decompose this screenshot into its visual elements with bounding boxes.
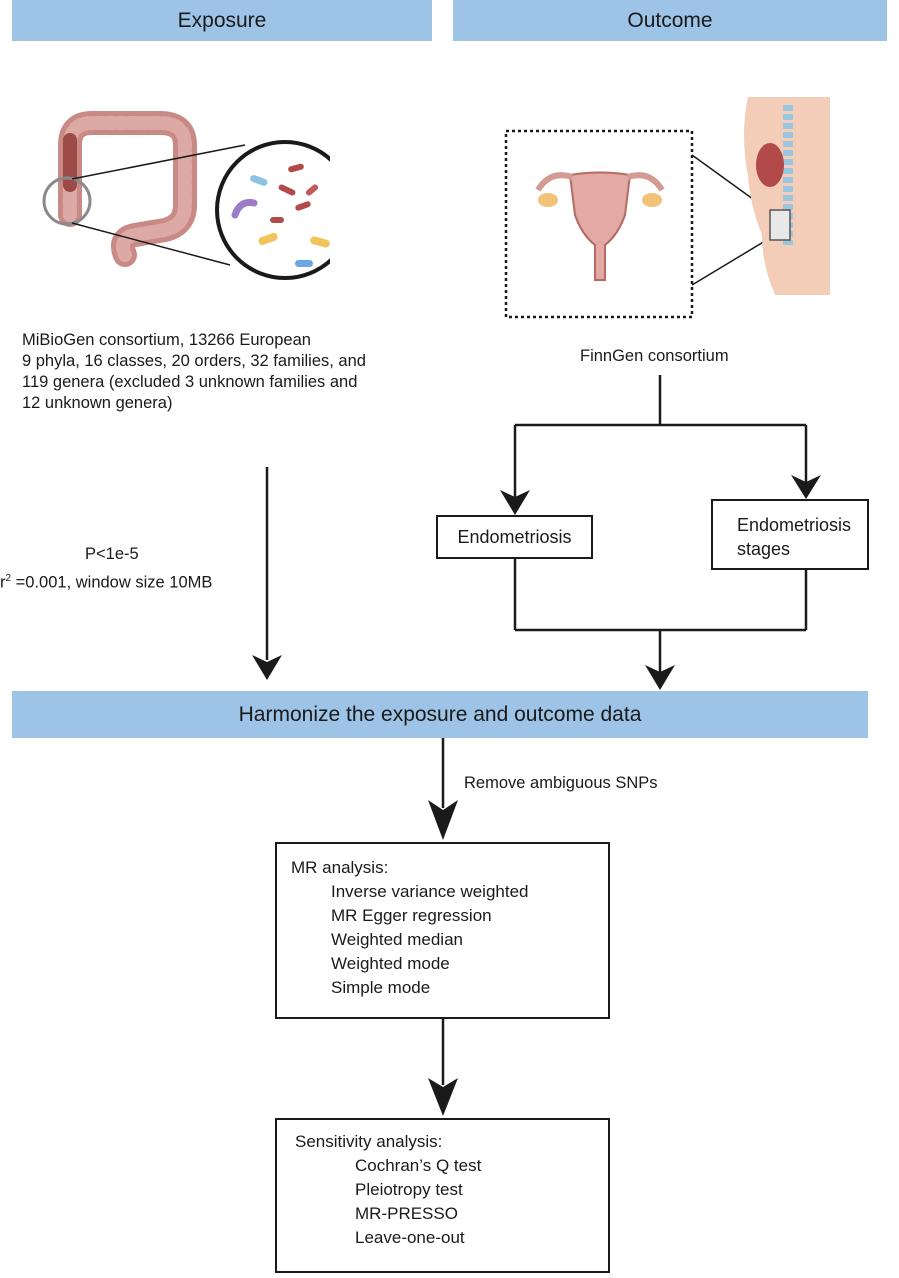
endometriosis-stages-label-2: stages bbox=[737, 539, 791, 559]
endometriosis-stages-label-1: Endometriosis bbox=[737, 515, 852, 535]
arrowhead bbox=[500, 490, 530, 515]
exposure-line: 9 phyla, 16 classes, 20 orders, 32 famil… bbox=[22, 352, 366, 370]
sensitivity-test: Pleiotropy test bbox=[355, 1180, 463, 1199]
arrowhead bbox=[428, 1078, 458, 1116]
mr-method: Simple mode bbox=[331, 978, 431, 997]
r-superscript: 2 bbox=[5, 573, 12, 584]
outcome-banner: Outcome bbox=[453, 0, 887, 41]
exposure-line: MiBioGen consortium, 13266 European bbox=[22, 331, 311, 349]
outcome-source: FinnGen consortium bbox=[580, 347, 729, 365]
mr-analysis-title: MR analysis: bbox=[291, 858, 389, 877]
endometriosis-stages-box: Endometriosis stages bbox=[711, 499, 869, 570]
uterus-icon bbox=[535, 171, 665, 281]
arrowhead bbox=[645, 665, 675, 690]
harmonize-banner-label: Harmonize the exposure and outcome data bbox=[238, 702, 642, 726]
sensitivity-analysis-box: Sensitivity analysis: Cochran’s Q test P… bbox=[275, 1118, 610, 1273]
endometriosis-label: Endometriosis bbox=[457, 527, 572, 547]
exposure-description: MiBioGen consortium, 13266 European 9 ph… bbox=[22, 330, 366, 414]
exposure-line: 12 unknown genera) bbox=[22, 394, 173, 412]
sensitivity-test: MR-PRESSO bbox=[355, 1204, 458, 1223]
mr-method: Inverse variance weighted bbox=[331, 882, 529, 901]
uterus-anatomy-illustration bbox=[504, 97, 830, 319]
arrowhead bbox=[428, 800, 458, 840]
gut-microbiota-illustration bbox=[42, 111, 330, 280]
sensitivity-test: Leave-one-out bbox=[355, 1228, 465, 1247]
female-body-icon bbox=[744, 97, 830, 295]
mr-method: Weighted mode bbox=[331, 954, 450, 973]
exposure-banner: Exposure bbox=[12, 0, 432, 41]
bacteria-icon bbox=[215, 140, 330, 280]
mr-method: MR Egger regression bbox=[331, 906, 492, 925]
outcome-banner-label: Outcome bbox=[627, 8, 713, 32]
zoom-circle-small bbox=[42, 176, 92, 226]
mr-method: Weighted median bbox=[331, 930, 463, 949]
qc-step-label: Remove ambiguous SNPs bbox=[464, 774, 658, 792]
sensitivity-test: Cochran’s Q test bbox=[355, 1156, 482, 1175]
ld-threshold: r2 =0.001, window size 10MB bbox=[0, 568, 212, 594]
sensitivity-title: Sensitivity analysis: bbox=[295, 1132, 443, 1151]
exposure-line: 119 genera (excluded 3 unknown families … bbox=[22, 373, 358, 391]
r-symbol: r bbox=[0, 573, 6, 592]
harmonize-banner: Harmonize the exposure and outcome data bbox=[12, 691, 868, 738]
arrowhead bbox=[791, 475, 821, 499]
p-threshold: P<1e-5 bbox=[85, 545, 139, 563]
mr-analysis-box: MR analysis: Inverse variance weighted M… bbox=[275, 842, 610, 1019]
ld-threshold-text: =0.001, window size 10MB bbox=[11, 573, 213, 592]
endometriosis-box: Endometriosis bbox=[436, 515, 593, 559]
exposure-banner-label: Exposure bbox=[177, 8, 267, 32]
arrowhead bbox=[252, 655, 282, 680]
